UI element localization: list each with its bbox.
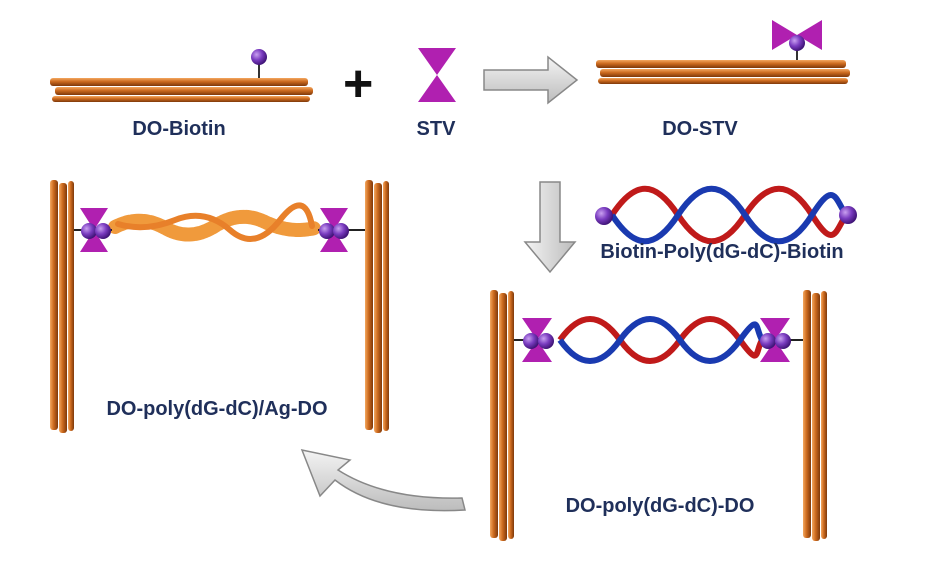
stv-left-anchor-icon	[74, 208, 112, 252]
down-arrow-icon	[523, 181, 577, 274]
biotin-poly-helix	[609, 185, 849, 245]
label-do-biotin: DO-Biotin	[132, 118, 226, 140]
plus-sign: +	[343, 55, 374, 113]
label-do-poly-ag-do: DO-poly(dG-dC)/Ag-DO	[106, 398, 328, 420]
poly-dgdc-helix	[557, 316, 765, 364]
stv-right-anchor-icon	[318, 208, 365, 252]
right-arrow-icon	[483, 55, 579, 105]
biotin-left-ball-icon	[595, 207, 613, 225]
stv-biotin-complex-icon	[772, 20, 822, 60]
label-stv: STV	[416, 118, 456, 140]
left-pillar-origami	[50, 180, 74, 433]
label-biotin-poly: Biotin-Poly(dG-dC)-Biotin	[600, 241, 844, 263]
left-pillar-origami-2	[490, 290, 514, 541]
stv-left-anchor-icon-2	[514, 318, 554, 362]
do-stv-origami	[596, 60, 850, 84]
silver-nanowire	[108, 202, 322, 242]
label-do-poly-do: DO-poly(dG-dC)-DO	[565, 495, 755, 517]
stv-right-anchor-icon-2	[760, 318, 803, 362]
curved-arrow-icon	[300, 448, 466, 512]
stv-hourglass-icon	[418, 48, 456, 102]
label-do-stv: DO-STV	[662, 118, 738, 140]
biotin-ball-icon	[251, 49, 267, 78]
do-biotin-origami	[50, 78, 313, 102]
biotin-right-ball-icon	[839, 206, 857, 224]
right-pillar-origami-2	[803, 290, 827, 541]
right-pillar-origami	[365, 180, 389, 433]
